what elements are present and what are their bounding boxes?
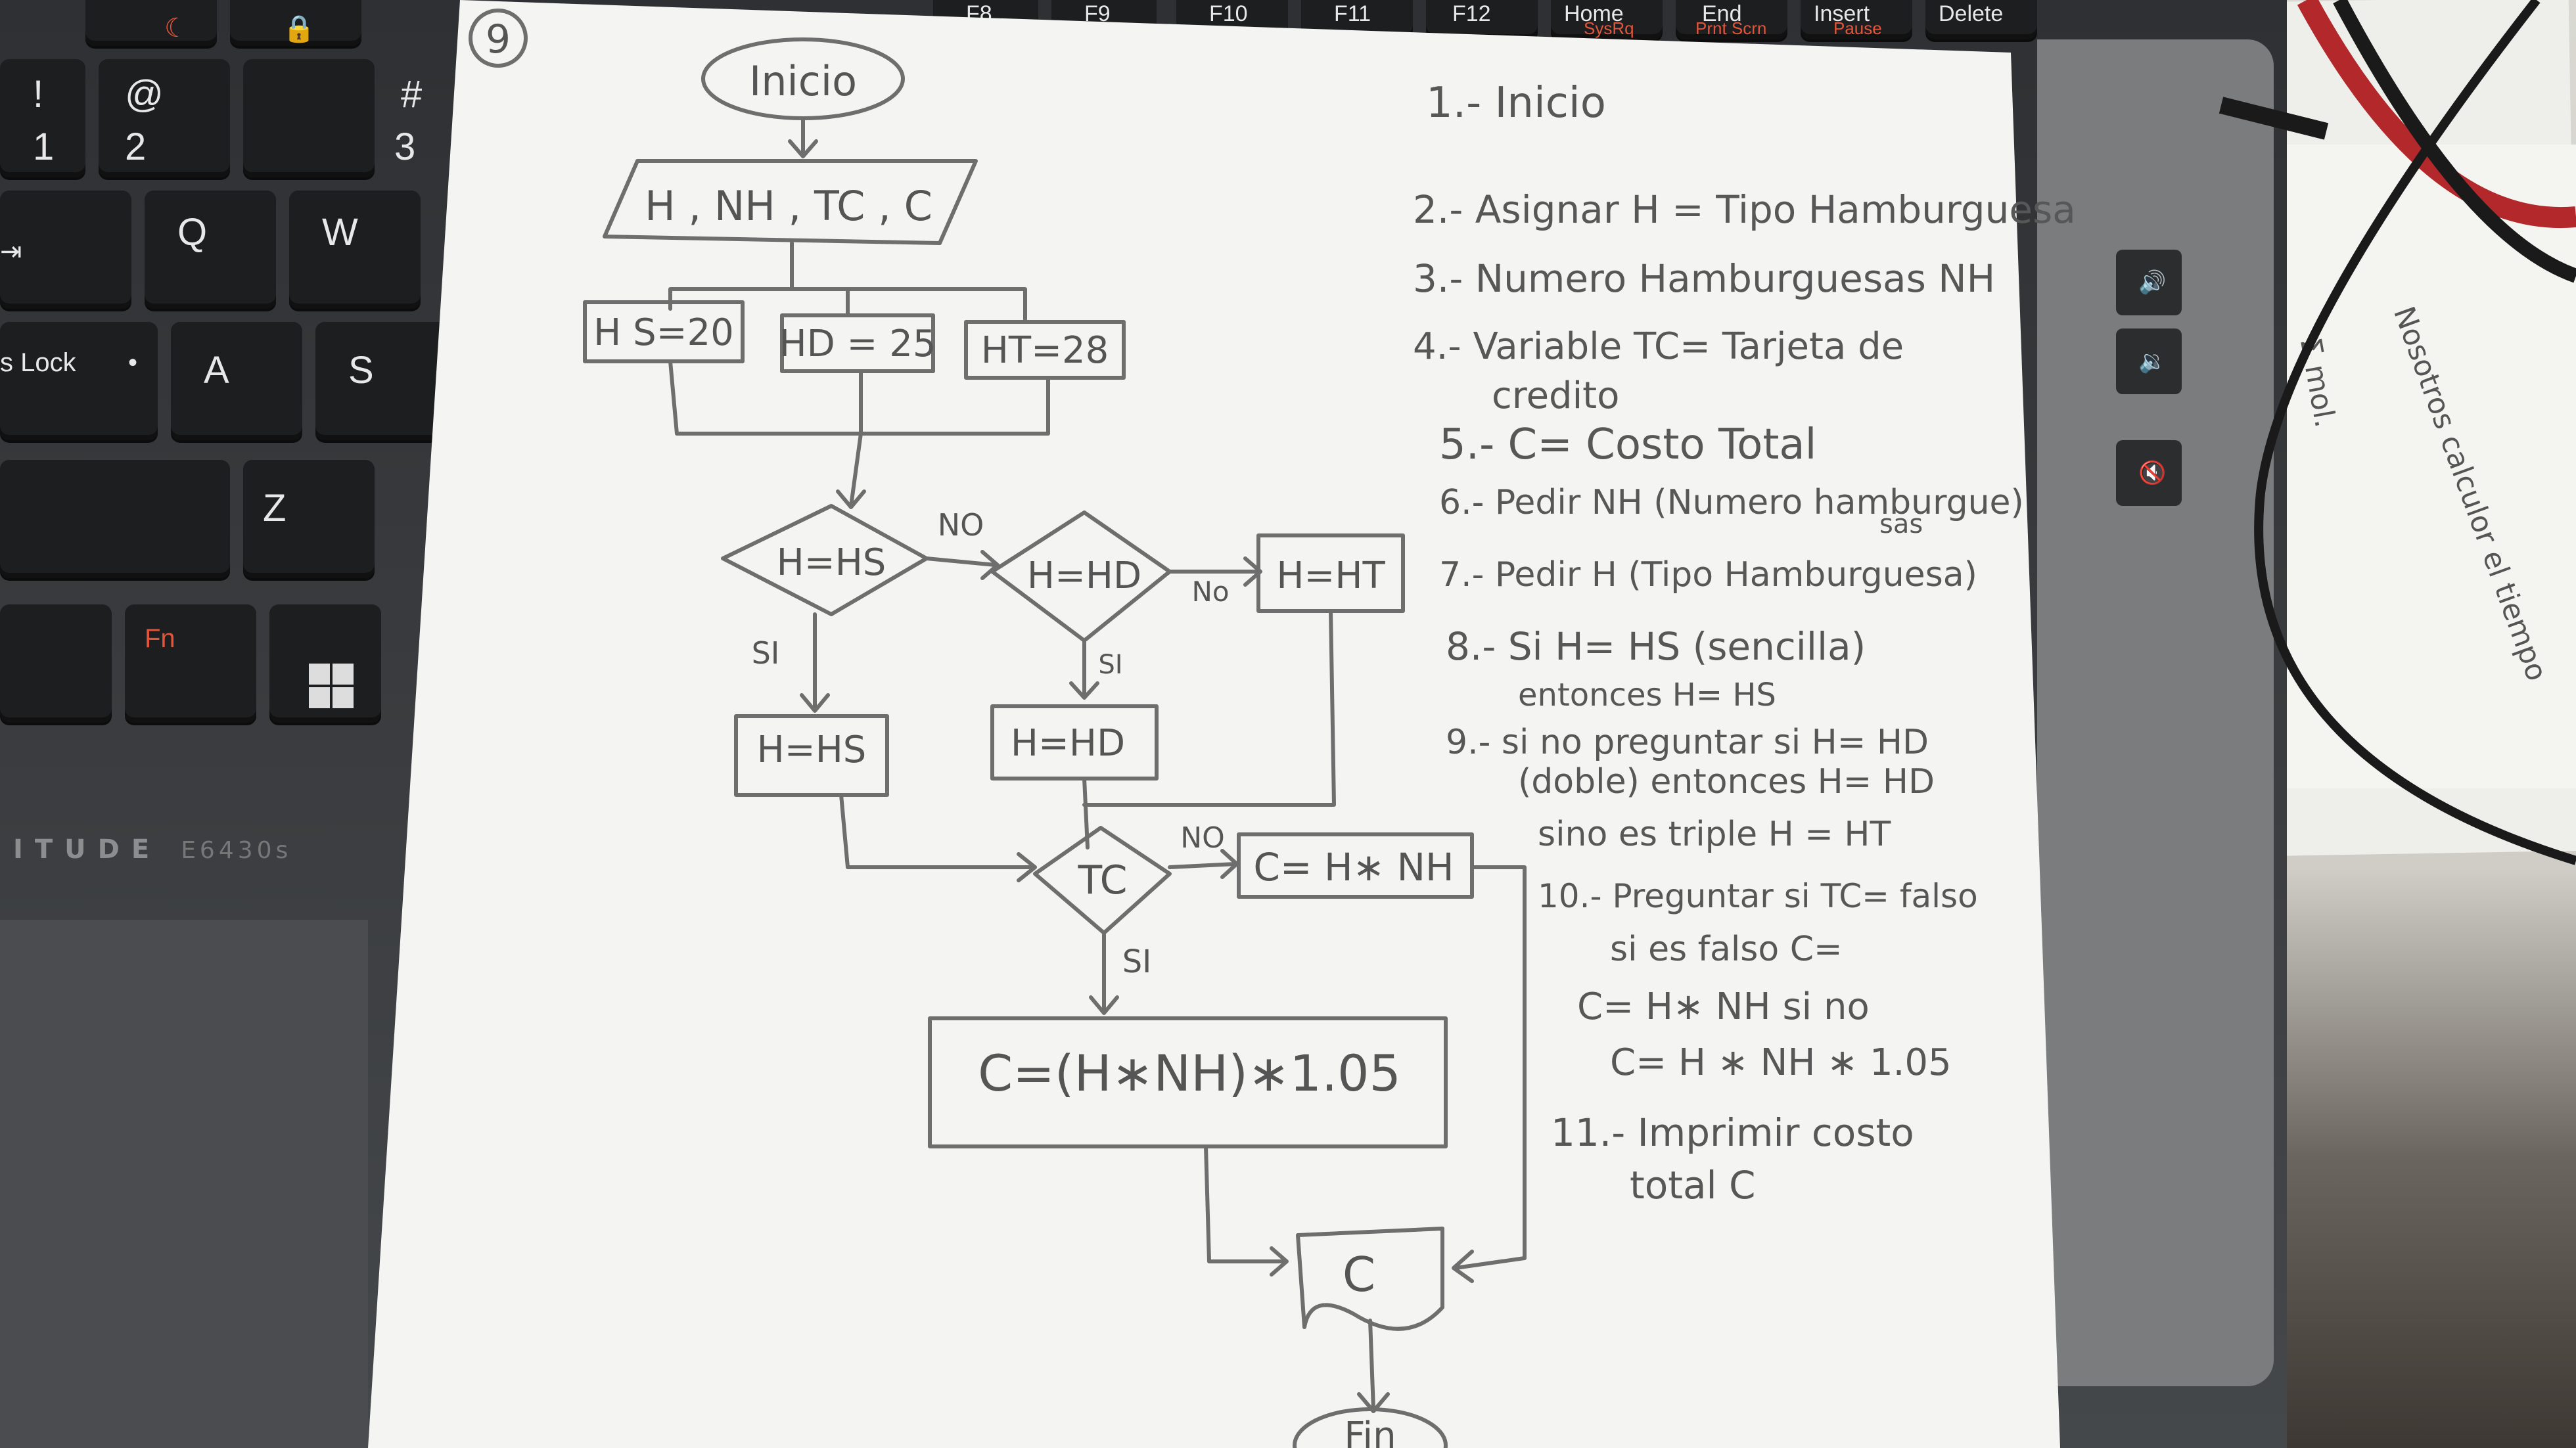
- arrow-hd-si: [1069, 639, 1099, 700]
- key-1[interactable]: ! 1: [0, 59, 85, 177]
- step-9: 9.- si no preguntar si H= HD: [1446, 723, 1929, 762]
- decision-hs-node: [721, 504, 929, 616]
- step-6-cont: sas: [1879, 509, 1923, 539]
- output-node: [1296, 1227, 1444, 1331]
- assign-hs-node: [583, 300, 745, 363]
- label-si-1: SI: [752, 635, 780, 671]
- key-q[interactable]: Q: [145, 191, 276, 309]
- key-3[interactable]: # 3: [243, 59, 422, 177]
- key-ctrl[interactable]: [0, 604, 112, 723]
- step-7: 7.- Pedir H (Tipo Hamburguesa): [1439, 555, 1977, 595]
- step-4: 4.- Variable TC= Tarjeta de: [1413, 325, 1904, 368]
- windows-logo-icon: [309, 664, 354, 708]
- step-10-cont-2: C= H∗ NH si no: [1577, 985, 1870, 1028]
- volume-down-button[interactable]: 🔉: [2116, 328, 2182, 394]
- key-tab[interactable]: ⇥: [0, 191, 131, 309]
- arrow-c-si-output: [1204, 1144, 1289, 1277]
- assign-ht-label: HT=28: [981, 329, 1109, 372]
- assign-hs-label: H S=20: [593, 311, 734, 354]
- step-5: 5.- C= Costo Total: [1439, 420, 1817, 469]
- process-c-si-label: C=(H∗NH)∗1.05: [978, 1044, 1401, 1102]
- key-s[interactable]: S: [315, 322, 447, 440]
- key-lock[interactable]: 🔒: [230, 0, 361, 46]
- end-terminal: [1293, 1407, 1448, 1448]
- process-hs-node: [734, 714, 889, 797]
- merge-connector: [668, 359, 1050, 509]
- step-11: 11.- Imprimir costo: [1551, 1110, 1914, 1155]
- page-number-circle: [469, 9, 528, 68]
- label-si-2: SI: [1098, 650, 1122, 680]
- step-1: 1.- Inicio: [1426, 79, 1606, 127]
- step-3: 3.- Numero Hamburguesas NH: [1413, 256, 1996, 301]
- key-fn[interactable]: Fn: [125, 604, 256, 723]
- process-c-si-node: [928, 1016, 1448, 1148]
- step-2: 2.- Asignar H = Tipo Hamburguesa: [1413, 187, 2076, 232]
- step-9-cont-2: sino es triple H = HT: [1538, 815, 1891, 854]
- label-no-2: No: [1191, 576, 1229, 608]
- step-8-cont: entonces H= HS: [1518, 677, 1776, 713]
- join-connector: [839, 609, 1336, 882]
- step-10: 10.- Preguntar si TC= falso: [1538, 877, 1978, 915]
- assign-hd-label: HD = 25: [779, 323, 936, 365]
- output-label: C: [1343, 1247, 1375, 1302]
- key-caps-lock[interactable]: s Lock •: [0, 322, 158, 440]
- arrow-start-input: [788, 116, 818, 158]
- step-9-cont: (doble) entonces H= HD: [1518, 762, 1935, 802]
- step-4-cont: credito: [1492, 374, 1620, 417]
- key-2[interactable]: @ 2: [99, 59, 230, 177]
- laptop-palmrest: [0, 920, 368, 1448]
- process-hs-label: H=HS: [757, 729, 867, 771]
- key-shift[interactable]: [0, 460, 230, 578]
- step-8: 8.- Si H= HS (sencilla): [1446, 624, 1866, 669]
- step-6: 6.- Pedir NH (Numero hamburgue): [1439, 483, 2024, 522]
- step-10-cont-3: C= H ∗ NH ∗ 1.05: [1610, 1041, 1952, 1084]
- paper-sheet: [368, 0, 2060, 1448]
- arrow-c-no-output: [1452, 865, 1527, 1283]
- start-label: Inicio: [749, 57, 857, 105]
- arrow-tc-no: [1168, 849, 1239, 879]
- branch-connector: [668, 241, 1027, 324]
- end-label: Fin: [1344, 1414, 1396, 1448]
- step-10-cont: si es falso C=: [1610, 930, 1843, 969]
- label-no-3: NO: [1180, 821, 1225, 855]
- label-no-1: NO: [938, 507, 984, 543]
- input-node: [603, 159, 978, 245]
- arrow-hs-si: [800, 612, 830, 713]
- arrow-tc-si: [1089, 931, 1119, 1015]
- key-z[interactable]: Z: [243, 460, 375, 578]
- mute-button[interactable]: 🔇: [2116, 440, 2182, 506]
- input-label: H , NH , TC , C: [645, 182, 932, 230]
- process-hd-node: [990, 704, 1159, 781]
- process-c-no-label: C= H∗ NH: [1253, 845, 1454, 890]
- volume-up-button[interactable]: 🔊: [2116, 250, 2182, 315]
- step-11-cont: total C: [1630, 1163, 1756, 1208]
- key-delete[interactable]: Delete: [1925, 0, 2037, 39]
- key-a[interactable]: A: [171, 322, 302, 440]
- decision-hd-label: H=HD: [1027, 554, 1141, 597]
- key-w[interactable]: W: [289, 191, 421, 309]
- page-number: 9: [486, 16, 511, 62]
- label-si-3: SI: [1122, 943, 1152, 980]
- assign-ht-node: [964, 320, 1126, 380]
- arrow-hs-no: [925, 550, 1000, 580]
- key-sleep[interactable]: ☾: [85, 0, 217, 46]
- process-hd-label: H=HD: [1011, 722, 1125, 765]
- arrow-output-end: [1357, 1319, 1390, 1413]
- assign-hd-node: [780, 313, 935, 373]
- process-ht-label: H=HT: [1276, 554, 1385, 597]
- decision-hs-label: H=HS: [777, 541, 886, 584]
- key-windows[interactable]: [269, 604, 381, 723]
- decision-tc-label: TC: [1077, 857, 1127, 903]
- key-f12[interactable]: F12: [1426, 0, 1538, 39]
